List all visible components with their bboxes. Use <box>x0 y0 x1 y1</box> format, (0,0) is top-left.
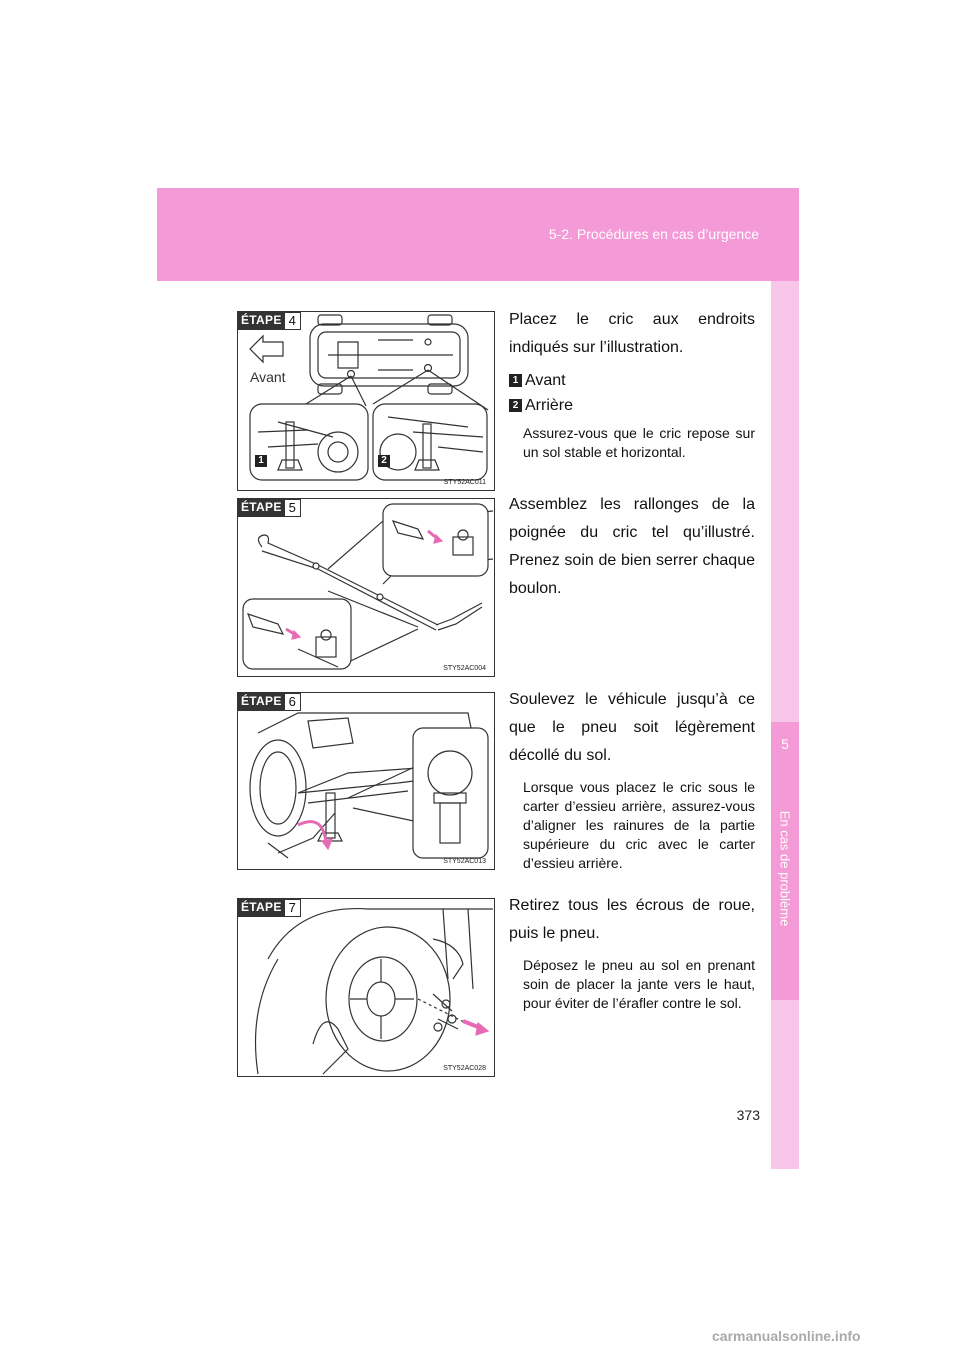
page-number: 373 <box>736 1107 760 1123</box>
step4-text: Placez le cric aux endroits indiqués sur… <box>509 306 755 462</box>
lift-vehicle-illustration <box>249 712 489 859</box>
remove-wheel-illustration <box>254 907 493 1075</box>
step5-text: Assemblez les rallonges de la poignée du… <box>509 491 755 603</box>
figure-code: STY52AC011 <box>443 479 486 486</box>
figure-code: STY52AC028 <box>443 1065 486 1072</box>
step7-main: Retirez tous les écrous de roue, puis le… <box>509 897 755 942</box>
step7-text: Retirez tous les écrous de roue, puis le… <box>509 892 755 1013</box>
step4-note: Assurez-vous que le cric repose sur un s… <box>523 425 755 460</box>
step6-main: Soulevez le véhicule jusqu’à ce que le p… <box>509 691 755 764</box>
step6-text: Soulevez le véhicule jusqu’à ce que le p… <box>509 686 755 873</box>
jack-points-illustration <box>249 314 489 481</box>
badge-1: 1 <box>255 455 267 467</box>
section-header: 5-2. Procédures en cas d’urgence <box>157 188 799 281</box>
step5-main: Assemblez les rallonges de la poignée du… <box>509 496 755 597</box>
avant-label: Avant <box>250 369 286 385</box>
step7-note: Déposez le pneu au sol en prenant soin d… <box>523 957 755 1011</box>
jack-handle-illustration <box>242 503 494 670</box>
watermark: carmanualsonline.info <box>712 1328 861 1344</box>
step4-main: Placez le cric aux endroits indiqués sur… <box>509 311 755 356</box>
chapter-label: En cas de problème <box>777 810 793 927</box>
chapter-number: 5 <box>781 736 789 752</box>
step6-note: Lorsque vous placez le cric sous le cart… <box>523 779 755 871</box>
figure-code: STY52AC004 <box>443 665 486 672</box>
figure-code: STY52AC013 <box>443 858 486 865</box>
section-title: 5-2. Procédures en cas d’urgence <box>548 226 759 242</box>
chapter-tab: 5 En cas de problème <box>771 722 799 1000</box>
badge-2: 2 <box>378 455 390 467</box>
